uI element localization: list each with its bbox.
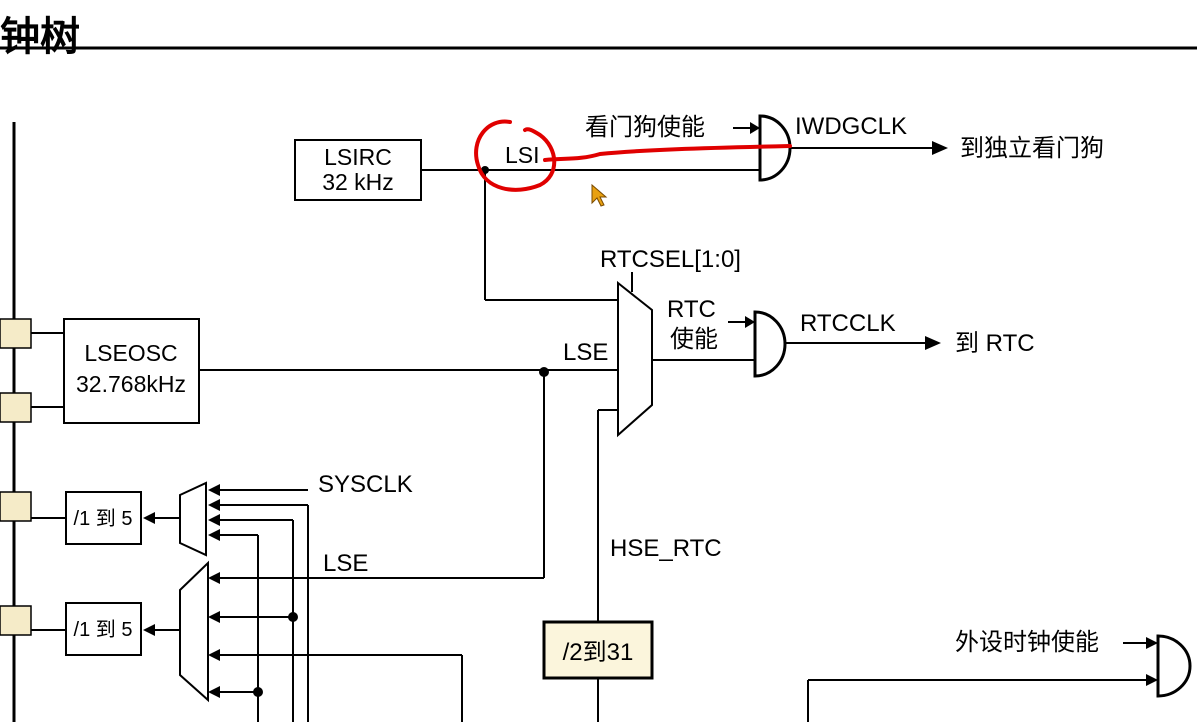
pin-mco2 xyxy=(0,605,32,636)
mco2-divider-block xyxy=(65,602,142,656)
hse-divider-block xyxy=(542,620,654,680)
to-rtc-label: 到 RTC xyxy=(955,330,1035,357)
rtc-and-gate xyxy=(753,310,787,378)
mco2-divider-label: /1 到 5 xyxy=(74,618,133,641)
rtc-enable-label-2: 使能 xyxy=(670,326,718,353)
mco2-junction-b xyxy=(253,687,263,697)
mco1-divider-block xyxy=(65,491,142,545)
hse-divider-label: /2到31 xyxy=(563,639,634,666)
annotation-underline xyxy=(543,144,792,162)
lse-lower-label: LSE xyxy=(323,550,368,577)
lseosc-block xyxy=(63,318,200,424)
cursor-icon xyxy=(591,183,608,207)
pin-osc32-out xyxy=(0,392,32,423)
mco1-divider-label: /1 到 5 xyxy=(74,507,133,530)
rtc-mux xyxy=(617,280,653,438)
rtcclk-label: RTCCLK xyxy=(800,310,896,337)
annotation-circle xyxy=(474,119,557,192)
periph-and-gate xyxy=(1156,634,1192,698)
hse-rtc-label: HSE_RTC xyxy=(610,535,722,562)
lsirc-freq: 32 kHz xyxy=(322,169,394,195)
iwdgclk-label: IWDGCLK xyxy=(795,113,907,140)
rtc-enable-label-1: RTC xyxy=(667,296,716,323)
rtcsel-label: RTCSEL[1:0] xyxy=(600,246,741,273)
lseosc-freq: 32.768kHz xyxy=(76,371,186,397)
watchdog-enable-label: 看门狗使能 xyxy=(585,114,705,141)
lseosc-name: LSEOSC xyxy=(84,340,177,366)
periph-enable-label: 外设时钟使能 xyxy=(955,629,1099,656)
sysclk-label: SYSCLK xyxy=(318,471,413,498)
lsirc-name: LSIRC xyxy=(324,144,392,170)
pin-osc32-in xyxy=(0,318,32,349)
mco2-mux xyxy=(179,560,209,703)
lsi-label: LSI xyxy=(505,142,540,168)
page-title: 钟树 xyxy=(0,14,80,60)
to-watchdog-label: 到独立看门狗 xyxy=(960,135,1104,162)
lsirc-block xyxy=(294,139,422,201)
lse-mux-label: LSE xyxy=(563,339,608,366)
mco2-junction-a xyxy=(288,612,298,622)
mco1-mux xyxy=(179,481,207,557)
pin-mco1 xyxy=(0,491,32,522)
